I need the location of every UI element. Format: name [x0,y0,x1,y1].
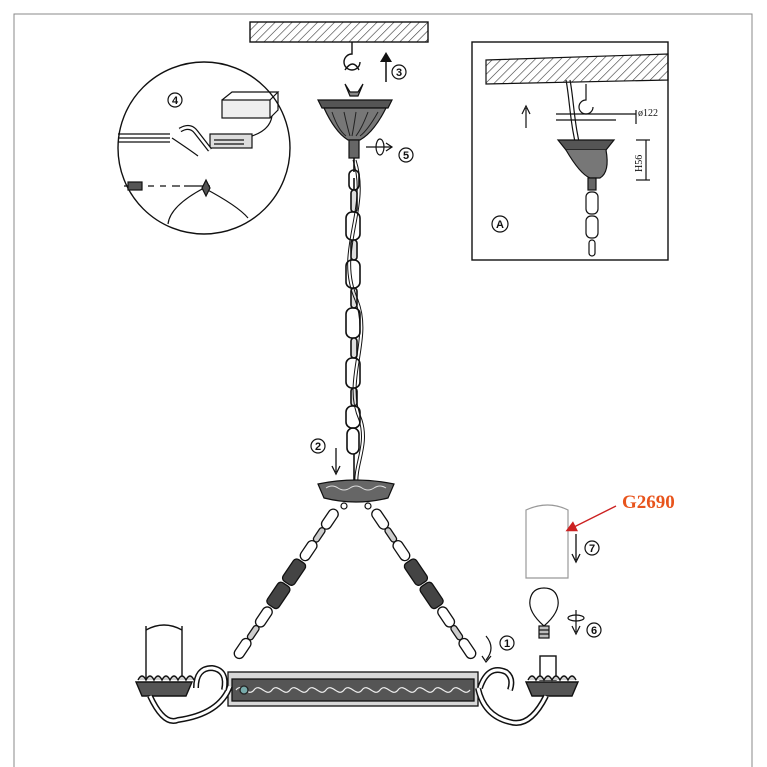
step-2-arrow [331,448,341,476]
step-7-label: 7 [589,543,595,555]
step-6-marker: 6 [586,622,602,638]
chandelier-crown [317,479,395,510]
step-3-label: 3 [396,67,402,79]
step-2-label: 2 [315,441,321,453]
ceiling-mount [249,21,429,71]
step-6-label: 6 [591,625,597,637]
step-1-label: 1 [504,638,510,650]
step-1-marker: 1 [499,635,515,651]
step-7-arrow [571,534,581,564]
detail-a-label: A [496,219,504,231]
step-5-label: 5 [403,150,409,162]
candle-sleeve [525,504,569,579]
step-5-rotate-arrow [366,138,394,156]
right-arm-socket [475,655,580,726]
part-code-pointer [565,505,617,532]
wiring-detail: 4 [117,61,291,235]
step-2-marker: 2 [310,438,326,454]
step-4-label: 4 [172,95,179,107]
left-arm-candle [134,624,233,724]
step-7-marker: 7 [584,540,600,556]
part-code-label: G2690 [622,492,675,513]
ornamental-frame [227,671,479,707]
step-5-marker: 5 [398,147,414,163]
step-3-marker: 3 [391,64,407,80]
ceiling-canopy [317,83,393,159]
diameter-label: ø122 [638,108,658,119]
power-cable [347,159,365,486]
step-3-arrow [380,52,392,82]
hanging-chain [345,158,361,484]
arm-chain-right [371,508,477,660]
page-frame [13,13,753,767]
arm-chain-left [233,508,339,660]
detail-a-panel: ø122 H56 A [471,41,669,261]
step-6-rotate-arrow [567,610,585,636]
light-bulb [529,587,559,639]
step-1-rotate-arrow [481,635,492,664]
height-label: H56 [634,155,645,172]
